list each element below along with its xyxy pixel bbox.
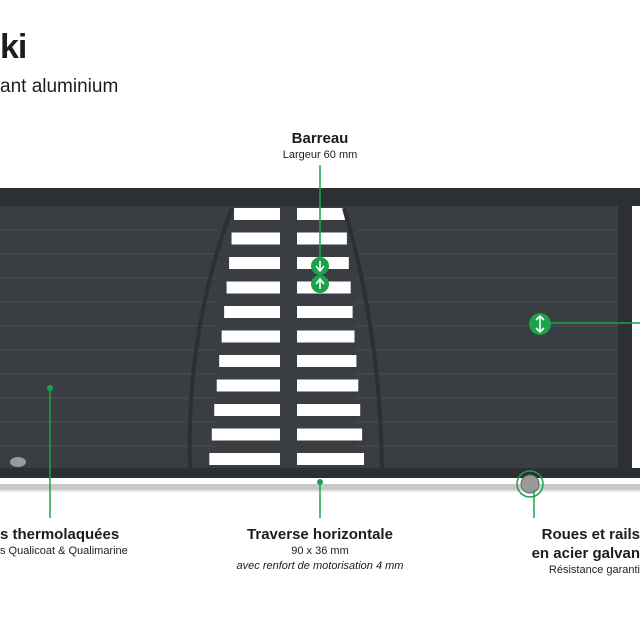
gate-left-panel [0,206,218,468]
page-subtitle: ant aluminium [0,76,119,97]
openwork-bar [209,453,280,465]
openwork-bars [209,208,364,465]
slat-lines [0,229,618,447]
openwork-bar [297,453,364,465]
barreau-arrow-icon [311,257,329,293]
barreau-title: Barreau [291,130,349,147]
openwork-bar [297,208,345,220]
openwork-bar [226,281,280,294]
vertical-resize-icon [529,313,551,335]
right-wheel [520,474,540,494]
openwork-bar [219,355,280,367]
traverse-detail: 90 x 36 mm [291,545,349,557]
openwork-bar [229,257,280,269]
gate-bottom-frame [0,468,640,478]
thermolaquees-detail: s Qualicoat & Qualimarine [0,545,128,557]
gate-right-post-inner [632,206,640,468]
gate-right-panel [356,206,618,468]
traverse-title: Traverse horizontale [247,526,393,543]
openwork-bar [297,355,357,367]
page-title: ki [0,28,27,66]
openwork-bar [224,306,280,318]
openwork-bar [211,428,280,441]
roues-detail: Résistance garanti [548,564,640,576]
openwork-bar [297,404,361,416]
openwork-bar [297,428,363,441]
barreau-detail: Largeur 60 mm [282,149,358,161]
thermolaquees-marker [47,385,53,391]
traverse-marker [317,479,323,485]
right-wheel-highlight [516,470,544,498]
roues-title-line2: en acier galvan [531,545,640,562]
left-wheel [10,457,26,467]
traverse-note: avec renfort de motorisation 4 mm [236,560,404,572]
openwork-bar [297,306,353,318]
roues-title-line1: Roues et rails [541,526,640,543]
openwork-bar [231,232,280,245]
right-curve [342,207,384,469]
openwork-bar [221,330,280,343]
openwork-bar [234,208,280,220]
thermolaquees-title: s thermolaquées [0,526,120,543]
openwork-bar [297,232,347,245]
openwork-bar [297,330,355,343]
openwork-bar [216,379,280,392]
openwork-bar [214,404,280,416]
openwork-bar [297,379,359,392]
left-curve [187,207,234,469]
